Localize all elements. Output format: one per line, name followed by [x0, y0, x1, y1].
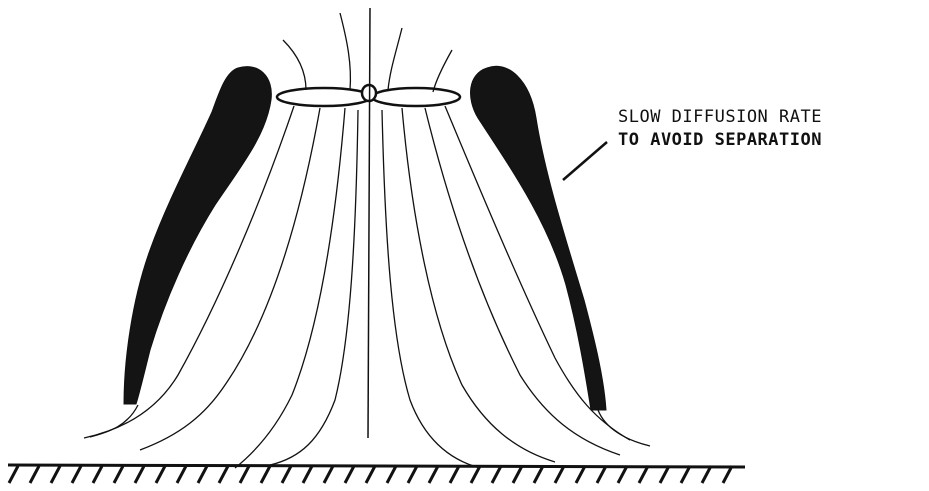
wake-streamline: [444, 105, 631, 441]
ground-hatch-mark: [532, 465, 545, 484]
ground-hatch-mark: [595, 465, 608, 484]
ground-hatch-mark: [427, 465, 440, 484]
ground-hatch-mark: [154, 465, 167, 484]
diffusion-annotation: SLOW DIFFUSION RATE TO AVOID SEPARATION: [618, 106, 822, 152]
ground-hatch-mark: [490, 465, 503, 484]
ground-hatch-mark: [259, 465, 272, 484]
wake-streamline: [424, 107, 621, 456]
ground-hatch-mark: [511, 465, 524, 484]
ground-hatch-mark: [658, 465, 671, 484]
trailing-streamline: [89, 404, 139, 438]
ground-hatch-mark: [700, 465, 713, 484]
ground-hatch-mark: [385, 465, 398, 484]
ground-hatch-mark: [238, 465, 251, 484]
ground-hatch-mark: [406, 465, 419, 484]
ground-hatch-mark: [217, 465, 230, 484]
ground-hatch-mark: [343, 465, 356, 484]
ground-line: [7, 463, 746, 469]
ground-hatch-mark: [469, 465, 482, 484]
ground-hatch-mark: [70, 465, 83, 484]
ground-hatching: [7, 465, 734, 484]
annotation-line-1: SLOW DIFFUSION RATE: [618, 107, 822, 127]
propeller-left-blade: [275, 86, 373, 108]
inflow-streamline: [387, 27, 403, 91]
wake-streamline: [381, 109, 481, 469]
right-duct-wall: [470, 65, 607, 411]
wake-streamline: [269, 109, 359, 466]
ground-hatch-mark: [616, 465, 629, 484]
wake-streamline: [139, 107, 321, 451]
ground-hatch-mark: [679, 465, 692, 484]
ground-hatch-mark: [637, 465, 650, 484]
ground-hatch-mark: [175, 465, 188, 484]
wake-streamline: [234, 107, 346, 469]
ground-hatch-mark: [574, 465, 587, 484]
inflow-streamlines: [282, 12, 453, 93]
wake-streamline: [401, 107, 556, 463]
ground-hatch-mark: [49, 465, 62, 484]
ground-hatch-mark: [133, 465, 146, 484]
ground-hatch-mark: [28, 465, 41, 484]
inflow-streamline: [282, 39, 307, 91]
trailing-edge-streamlines: [89, 404, 651, 447]
inflow-streamline: [432, 49, 453, 93]
ground-hatch-mark: [91, 465, 104, 484]
ground-hatch-mark: [301, 465, 314, 484]
ground-hatch-mark: [322, 465, 335, 484]
ground-hatch-mark: [553, 465, 566, 484]
wake-streamline: [83, 105, 295, 439]
wake-streamlines: [83, 105, 631, 469]
ground-hatch-mark: [448, 465, 461, 484]
left-duct-wall: [123, 66, 272, 405]
annotation-line-2: TO AVOID SEPARATION: [618, 130, 822, 150]
ground-hatch-mark: [721, 465, 734, 484]
ground-hatch-mark: [196, 465, 209, 484]
ground-hatch-mark: [364, 465, 377, 484]
center-axis-line: [367, 7, 371, 439]
ground-hatch-mark: [280, 465, 293, 484]
ground-hatch-mark: [112, 465, 125, 484]
trailing-streamline: [597, 409, 651, 447]
annotation-leader-line: [562, 141, 608, 181]
inflow-streamline: [339, 12, 352, 91]
ground-hatch-mark: [7, 465, 20, 484]
propeller-right-blade: [370, 86, 462, 108]
